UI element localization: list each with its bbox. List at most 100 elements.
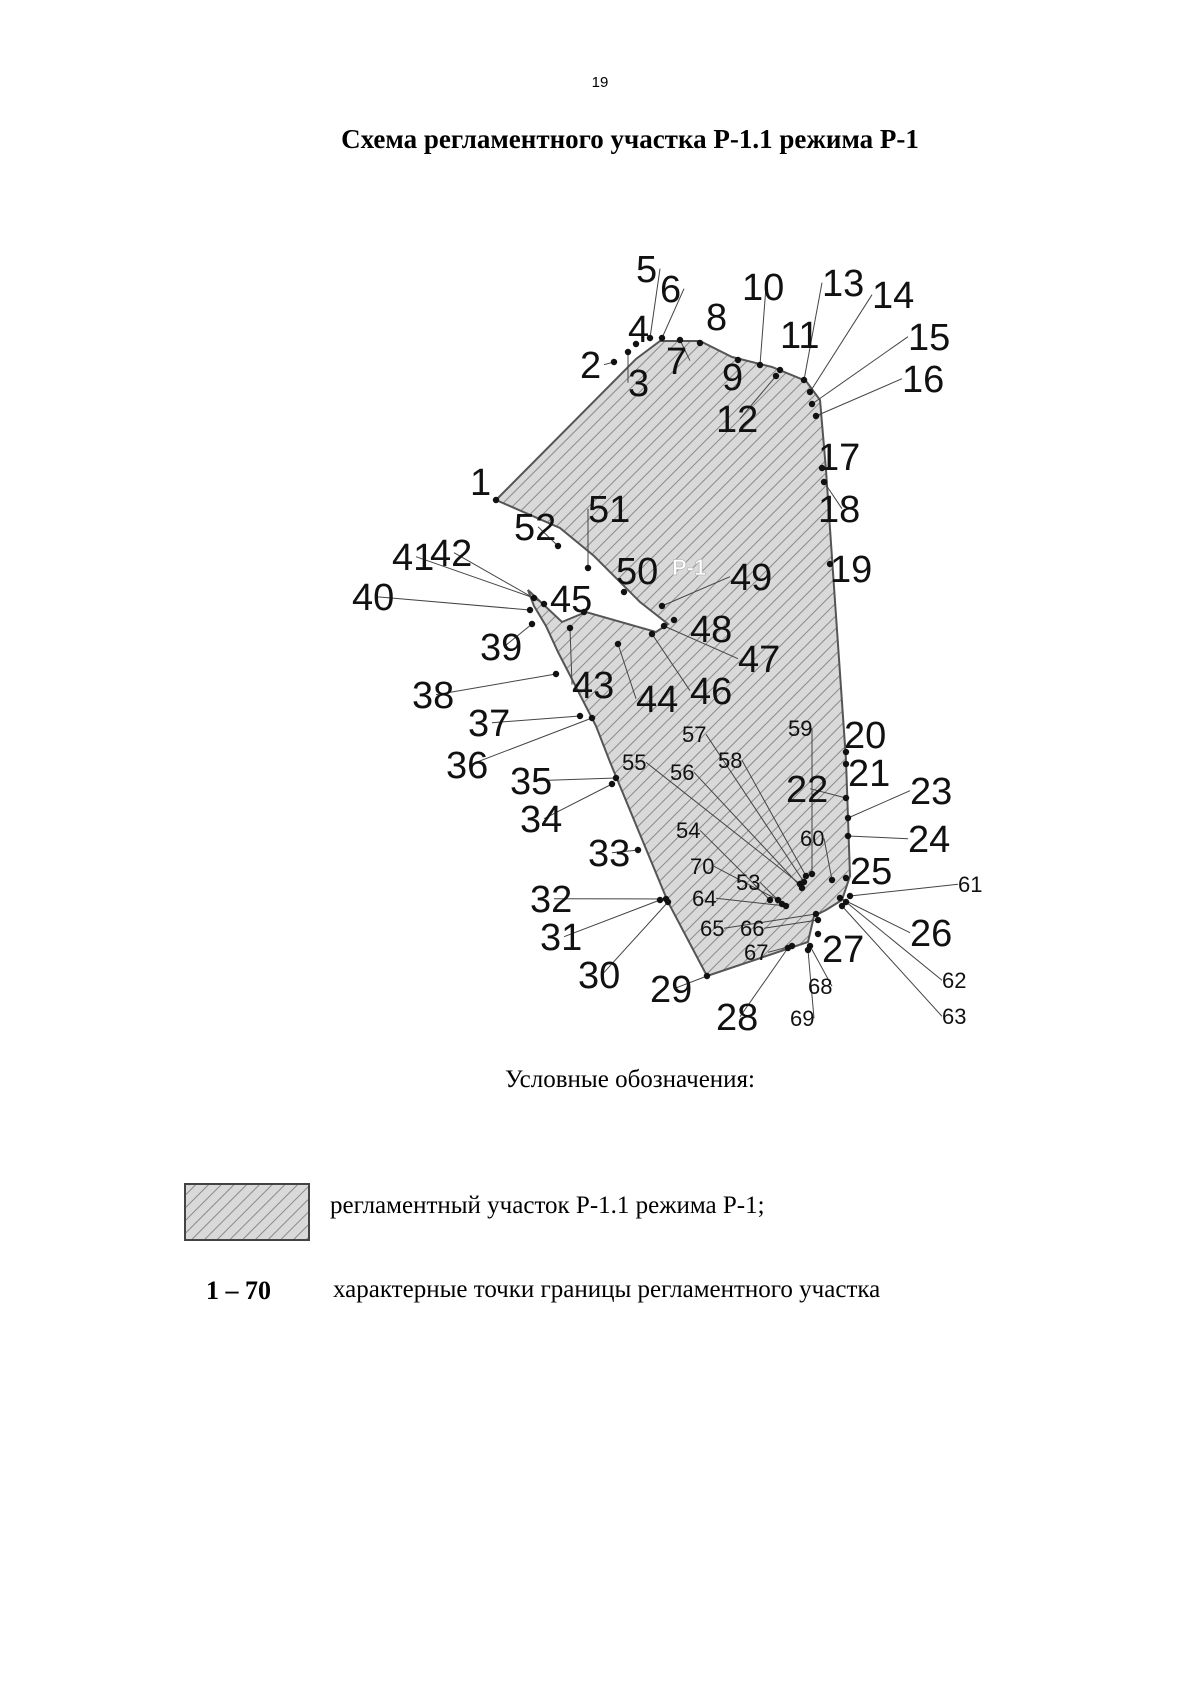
point-label-31: 31	[540, 917, 582, 959]
leader-line-23	[847, 790, 911, 819]
point-label-50: 50	[616, 551, 658, 593]
boundary-point-61	[846, 892, 854, 900]
leader-line-30	[601, 901, 669, 976]
point-label-61: 61	[958, 872, 982, 897]
boundary-point-18	[820, 478, 828, 486]
leader-line-62	[845, 901, 943, 981]
point-label-32: 32	[530, 879, 572, 921]
point-label-47: 47	[738, 639, 780, 681]
boundary-point-20	[842, 748, 850, 756]
point-label-52: 52	[514, 507, 556, 549]
boundary-point-54	[766, 896, 774, 904]
boundary-point-69	[804, 946, 812, 954]
point-label-3: 3	[628, 363, 649, 405]
boundary-point-37	[576, 712, 584, 720]
boundary-point-10	[756, 361, 764, 369]
point-label-40: 40	[352, 577, 394, 619]
point-label-39: 39	[480, 627, 522, 669]
boundary-point-44	[614, 640, 622, 648]
boundary-point-41	[530, 594, 538, 602]
point-label-10: 10	[742, 267, 784, 309]
boundary-point-17	[818, 464, 826, 472]
leader-lines	[375, 268, 959, 1019]
point-label-63: 63	[942, 1004, 966, 1029]
leader-line-10	[759, 286, 767, 366]
leader-line-69	[807, 949, 815, 1019]
boundary-point-45	[580, 608, 588, 616]
boundary-point-48	[670, 616, 678, 624]
point-label-6: 6	[660, 269, 681, 311]
leader-line-40	[375, 596, 531, 611]
boundary-point-19	[826, 560, 834, 568]
point-label-21: 21	[848, 753, 890, 795]
leader-line-42	[453, 552, 545, 605]
point-label-4: 4	[628, 309, 649, 351]
boundary-point-67	[788, 942, 796, 950]
leader-line-68	[809, 945, 833, 987]
point-label-24: 24	[908, 819, 950, 861]
point-label-41: 41	[392, 537, 434, 579]
point-label-42: 42	[430, 533, 472, 575]
page-number: 19	[591, 74, 609, 91]
boundary-point-32	[662, 895, 670, 903]
leader-line-15	[811, 336, 909, 405]
boundary-point-64	[782, 902, 790, 910]
boundary-point-65	[812, 910, 820, 918]
boundary-point-52	[554, 542, 562, 550]
boundary-point-24	[844, 832, 852, 840]
leader-line-55	[645, 761, 801, 885]
boundary-point-26	[836, 894, 844, 902]
leader-line-39	[503, 623, 533, 648]
point-label-22: 22	[786, 769, 828, 811]
boundary-point-33	[634, 846, 642, 854]
leader-line-54	[699, 829, 771, 901]
leader-line-29	[673, 975, 708, 990]
point-label-29: 29	[650, 969, 692, 1011]
boundary-point-8	[696, 339, 704, 347]
boundary-point-2	[610, 358, 618, 366]
boundary-point-60	[828, 876, 836, 884]
boundary-point-11	[776, 366, 784, 374]
boundary-point-49	[658, 602, 666, 610]
boundary-point-1	[492, 496, 500, 504]
boundary-point-62	[842, 898, 850, 906]
boundary-point-34	[608, 780, 616, 788]
point-label-12: 12	[716, 399, 758, 441]
boundary-point-47	[660, 622, 668, 630]
leader-line-43	[569, 627, 573, 685]
leader-line-26	[839, 897, 911, 934]
boundary-point-36	[588, 714, 596, 722]
leader-line-13	[803, 282, 823, 381]
point-label-43: 43	[572, 665, 614, 707]
zone-label: Р-1	[672, 555, 706, 580]
leader-line-70	[713, 865, 779, 901]
leader-line-22	[809, 788, 847, 799]
leader-line-16	[815, 378, 903, 417]
point-label-53: 53	[736, 870, 760, 895]
leader-line-14	[809, 294, 873, 393]
boundary-point-56	[798, 884, 806, 892]
boundary-point-16	[812, 412, 820, 420]
point-label-33: 33	[588, 833, 630, 875]
leader-line-35	[533, 777, 617, 782]
point-label-17: 17	[818, 437, 860, 479]
point-label-23: 23	[910, 771, 952, 813]
leader-line-34	[543, 783, 613, 820]
boundary-point-15	[808, 400, 816, 408]
boundary-point-31	[656, 896, 664, 904]
leader-line-33	[611, 849, 639, 854]
leader-line-38	[435, 673, 557, 696]
point-label-65: 65	[700, 916, 724, 941]
point-label-15: 15	[908, 317, 950, 359]
point-label-64: 64	[692, 886, 716, 911]
boundary-point-57	[800, 878, 808, 886]
point-label-13: 13	[822, 263, 864, 305]
leader-line-65	[723, 913, 817, 929]
leader-line-64	[715, 897, 787, 907]
point-label-35: 35	[510, 761, 552, 803]
point-label-59: 59	[788, 716, 812, 741]
point-label-18: 18	[818, 489, 860, 531]
boundary-point-50	[620, 588, 628, 596]
boundary-point-27	[814, 930, 822, 938]
